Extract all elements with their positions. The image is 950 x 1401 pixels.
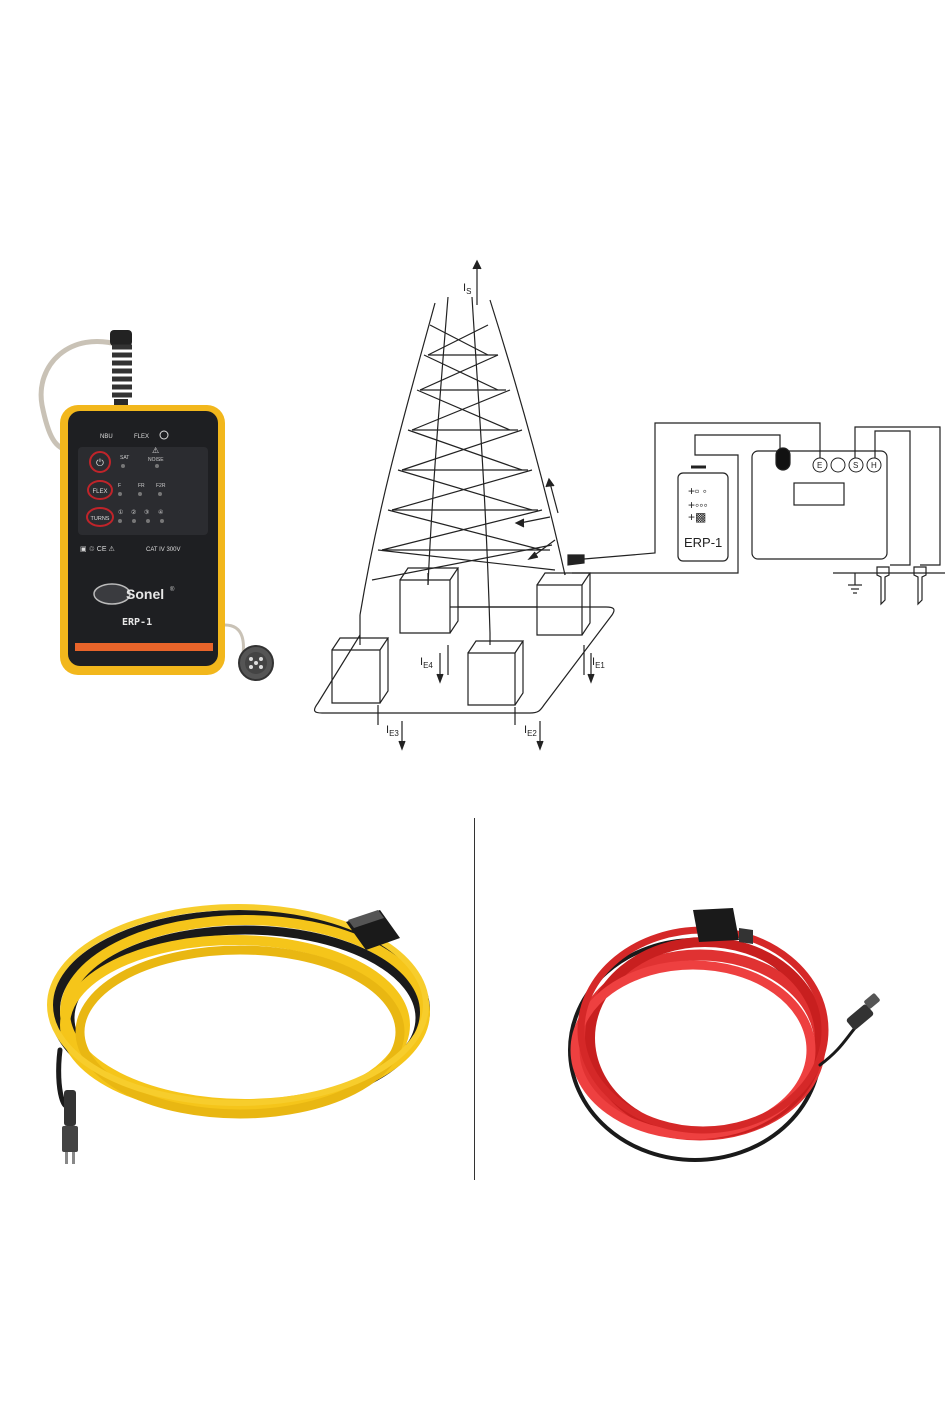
erp1-box-label: ERP-1 [684,535,722,550]
power-icon: ⏻ [96,458,104,469]
meter-probe-socket [776,448,790,470]
turns-2-label: ② [131,509,136,516]
noise-label: NOISE [148,457,164,463]
foundation-4 [468,641,523,705]
svg-text:FLEX: FLEX [92,489,107,495]
vertical-divider [474,818,475,1180]
current-ie1-label: IE1 [592,656,605,670]
flex-fr-label: FR [138,483,145,489]
device-model: ERP-1 [122,617,152,628]
tower-earth-measurement-diagram: +▫ ◦ +◦◦◦ +▩ ERP-1 E S H IS IE1 IE2 IE3 … [300,255,950,755]
terminal-blank [831,458,845,472]
sat-label: SAT [120,455,129,461]
erp1-box-symbols: +▫ ◦ +◦◦◦ +▩ [688,484,708,524]
yellow-flex-probe [40,900,440,1180]
svg-text:Sonel: Sonel [126,586,164,602]
svg-text:+▫ ◦: +▫ ◦ [688,484,707,498]
compliance-icons: ▣ ♲ CE ⚠ [80,545,115,553]
foundation-3 [332,638,388,703]
foundation-1 [400,568,458,633]
terminal-s-label: S [853,461,858,470]
current-ie3-label: IE3 [386,724,399,738]
turns-3-label: ③ [144,509,149,516]
nbu-label: NBU [100,434,113,440]
foundation-2 [537,573,590,635]
red-flex-probe [555,900,895,1175]
tower-leg-inner-right [472,297,490,633]
red-probe-junction-box [693,908,753,944]
sonel-logo: Sonel ® [94,584,175,604]
current-ie2-label: IE2 [524,724,537,738]
warning-icon: ⚠ [152,446,159,455]
terminal-h-label: H [871,461,877,470]
svg-text:TURNS: TURNS [91,516,110,522]
yellow-probe-plug[interactable] [62,1090,78,1164]
current-is-label: IS [463,282,471,296]
cat-rating: CAT IV 300V [146,547,180,553]
flex-f-label: F [118,483,121,489]
flex-top-label: FLEX [134,434,149,440]
current-ie4-label: IE4 [420,656,433,670]
turns-4-label: ④ [158,509,163,516]
terminal-e-label: E [817,461,822,470]
flex-f2r-label: F2R [156,483,166,489]
svg-text:+▩: +▩ [688,510,706,524]
device-stripe [75,643,213,651]
erp1-device-illustration: NBU FLEX ⏻ SAT ⚠ NOISE FLEX F FR F2R TUR… [30,325,290,685]
meter-terminals: E S H [813,458,881,472]
red-probe-plug[interactable] [846,993,881,1031]
turns-1-label: ① [118,509,123,516]
svg-text:®: ® [170,586,175,593]
